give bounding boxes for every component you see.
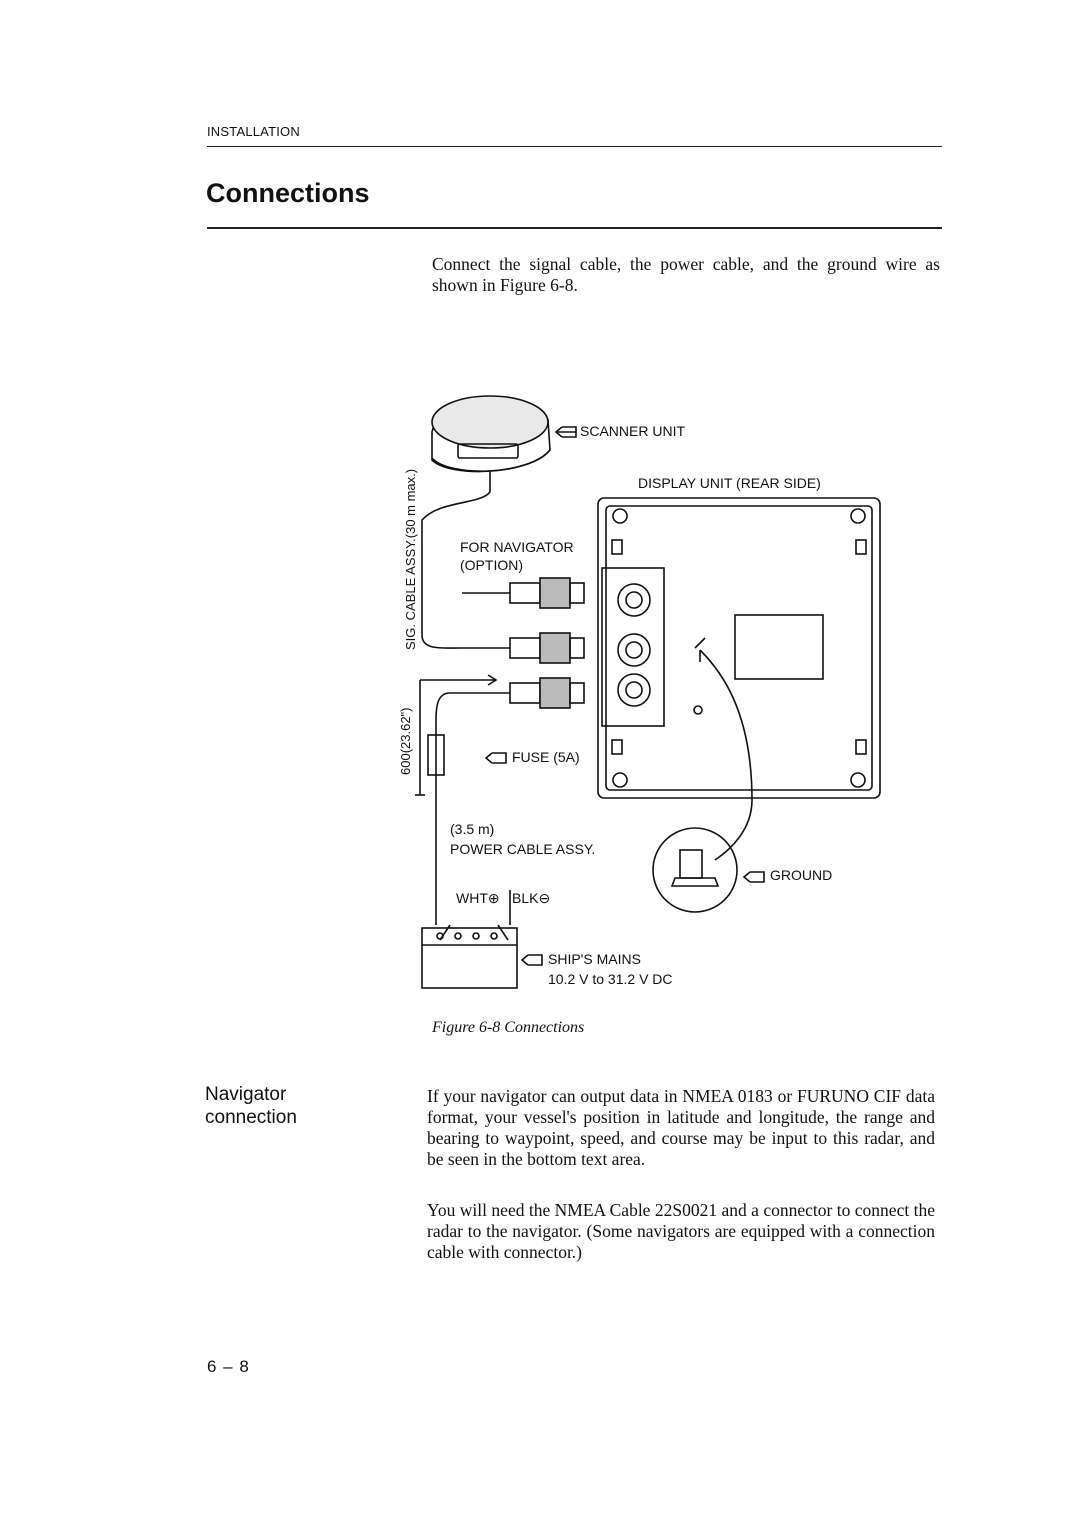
label-power-length: (3.5 m) (450, 821, 494, 837)
connection-figure: SCANNER UNIT DISPLAY UNIT (REAR SIDE) FO… (380, 380, 940, 1000)
page-title: Connections (206, 178, 370, 208)
display-unit-drawing (597, 497, 881, 799)
label-display-unit: DISPLAY UNIT (REAR SIDE) (638, 475, 821, 491)
label-ships-mains: SHIP'S MAINS (548, 951, 641, 967)
header-rule (207, 146, 942, 147)
navigator-connection-heading: Navigator connection (205, 1084, 297, 1128)
navigator-paragraph-2: You will need the NMEA Cable 22S0021 and… (427, 1200, 935, 1262)
fuse-arrow (484, 752, 507, 764)
power-connector (509, 677, 585, 709)
label-blk: BLK⊖ (512, 890, 550, 906)
intro-paragraph: Connect the signal cable, the power cabl… (432, 254, 940, 295)
label-power-cable: POWER CABLE ASSY. (450, 841, 595, 857)
label-dimension: 600(23.62") (398, 708, 413, 776)
label-scanner-unit: SCANNER UNIT (580, 423, 685, 439)
power-cable (435, 692, 510, 900)
battery-drawing (421, 890, 518, 989)
label-fuse: FUSE (5A) (512, 749, 580, 765)
navigator-paragraph-1: If your navigator can output data in NME… (427, 1086, 935, 1169)
label-wht: WHT⊕ (456, 890, 500, 906)
title-rule (207, 227, 942, 229)
label-ground: GROUND (770, 867, 832, 883)
ground-wire (699, 649, 753, 861)
signal-cable (421, 491, 510, 649)
ground-terminal-drawing (652, 827, 738, 913)
page-number: 6 – 8 (207, 1357, 250, 1376)
section-label: INSTALLATION (207, 124, 300, 139)
fuse-drawing (427, 734, 445, 776)
connection-diagram: SCANNER UNIT DISPLAY UNIT (REAR SIDE) FO… (398, 395, 881, 989)
figure-caption: Figure 6-8 Connections (432, 1019, 585, 1036)
label-option: (OPTION) (460, 557, 523, 573)
scanner-unit-arrow (554, 426, 577, 438)
signal-connector (509, 632, 585, 664)
ground-arrow (742, 871, 765, 883)
label-sig-cable: SIG. CABLE ASSY.(30 m max.) (403, 469, 418, 650)
mains-arrow (520, 954, 543, 966)
navigator-connector (509, 577, 585, 609)
scanner-unit-drawing (431, 395, 551, 492)
label-voltage: 10.2 V to 31.2 V DC (548, 971, 673, 987)
label-for-navigator: FOR NAVIGATOR (460, 539, 574, 555)
